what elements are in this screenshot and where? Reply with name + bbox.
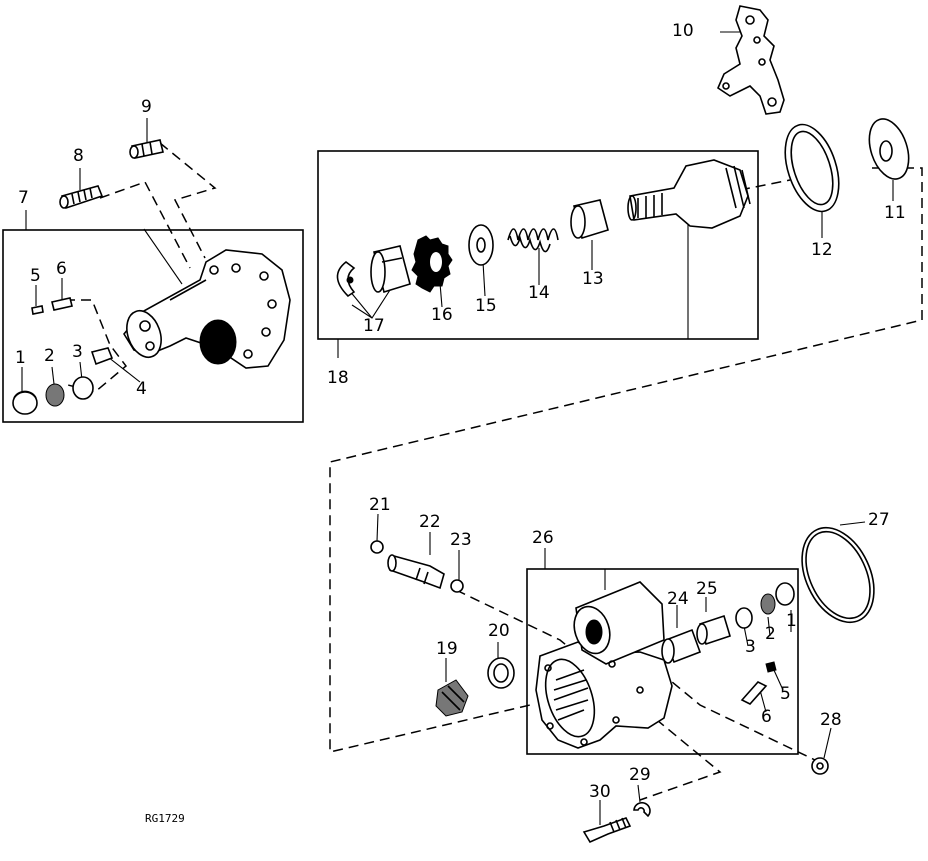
callout-25: 25 <box>696 579 718 599</box>
callout-9: 9 <box>141 97 152 117</box>
callout-2-right: 2 <box>765 624 776 644</box>
assembly-path-mount <box>455 589 722 801</box>
part-2-spring-right <box>760 593 776 615</box>
callout-24: 24 <box>667 589 689 609</box>
assembly-path-pin <box>659 671 816 761</box>
callout-17: 17 <box>363 316 385 336</box>
assembly-path-plugs <box>159 142 217 259</box>
part-5-pin-left <box>31 305 44 315</box>
callout-6-right: 6 <box>761 707 772 727</box>
callout-15: 15 <box>475 296 497 316</box>
part-1-cap-right <box>775 582 795 606</box>
part-3-piston-right <box>735 607 753 629</box>
callout-3: 3 <box>72 342 83 362</box>
callout-21: 21 <box>369 495 391 515</box>
assembly-path-top <box>739 179 791 191</box>
callout-1-right: 1 <box>786 611 797 631</box>
part-7-housing <box>123 249 291 369</box>
part-4-valve <box>90 347 114 366</box>
callout-10: 10 <box>672 21 694 41</box>
figure-code: RG1729 <box>145 812 185 825</box>
callout-4: 4 <box>136 379 147 399</box>
callout-30: 30 <box>589 782 611 802</box>
callout-29: 29 <box>629 765 651 785</box>
callout-5: 5 <box>30 266 41 286</box>
assembly-path-plugs-2 <box>99 181 191 269</box>
callout-1: 1 <box>15 348 26 368</box>
callout-7: 7 <box>18 188 29 208</box>
callout-23: 23 <box>450 530 472 550</box>
part-12-gasket <box>784 123 840 213</box>
callout-16: 16 <box>431 305 453 325</box>
callout-8: 8 <box>73 146 84 166</box>
part-29-lock-washer <box>633 801 651 818</box>
part-2-spring-left <box>45 383 65 407</box>
callout-26: 26 <box>532 528 554 548</box>
part-28-washer <box>811 757 829 775</box>
callout-18: 18 <box>327 368 349 388</box>
callout-11: 11 <box>884 203 906 223</box>
callout-3-right: 3 <box>745 637 756 657</box>
part-3-piston-left <box>72 376 94 400</box>
part-18-shaft <box>629 159 749 229</box>
part-21-ring <box>370 540 384 554</box>
group-box-18 <box>317 150 759 340</box>
callout-12: 12 <box>811 240 833 260</box>
callout-5-right: 5 <box>780 684 791 704</box>
callout-28: 28 <box>820 710 842 730</box>
callout-6: 6 <box>56 259 67 279</box>
part-17-retainer <box>336 260 356 298</box>
part-14-spring <box>507 228 559 241</box>
part-20-seal <box>487 657 515 689</box>
callout-27: 27 <box>868 510 890 530</box>
part-23-ring <box>450 579 464 593</box>
assembly-path-main <box>329 167 923 753</box>
group-box-26 <box>526 568 799 755</box>
part-11-washer <box>868 118 910 180</box>
callout-13: 13 <box>582 269 604 289</box>
group-box-7 <box>2 229 304 423</box>
callout-2: 2 <box>44 346 55 366</box>
callout-19: 19 <box>436 639 458 659</box>
callout-14: 14 <box>528 283 550 303</box>
part-5-pin-right <box>765 661 777 673</box>
part-15-washer <box>468 224 494 266</box>
part-10-bracket <box>717 5 785 115</box>
part-6-pin-right <box>740 681 768 705</box>
part-19-plug <box>435 679 469 717</box>
callout-20: 20 <box>488 621 510 641</box>
callout-22: 22 <box>419 512 441 532</box>
part-6-pin-left <box>51 297 73 311</box>
part-22-pin <box>389 555 445 590</box>
part-30-bolt <box>582 817 632 844</box>
